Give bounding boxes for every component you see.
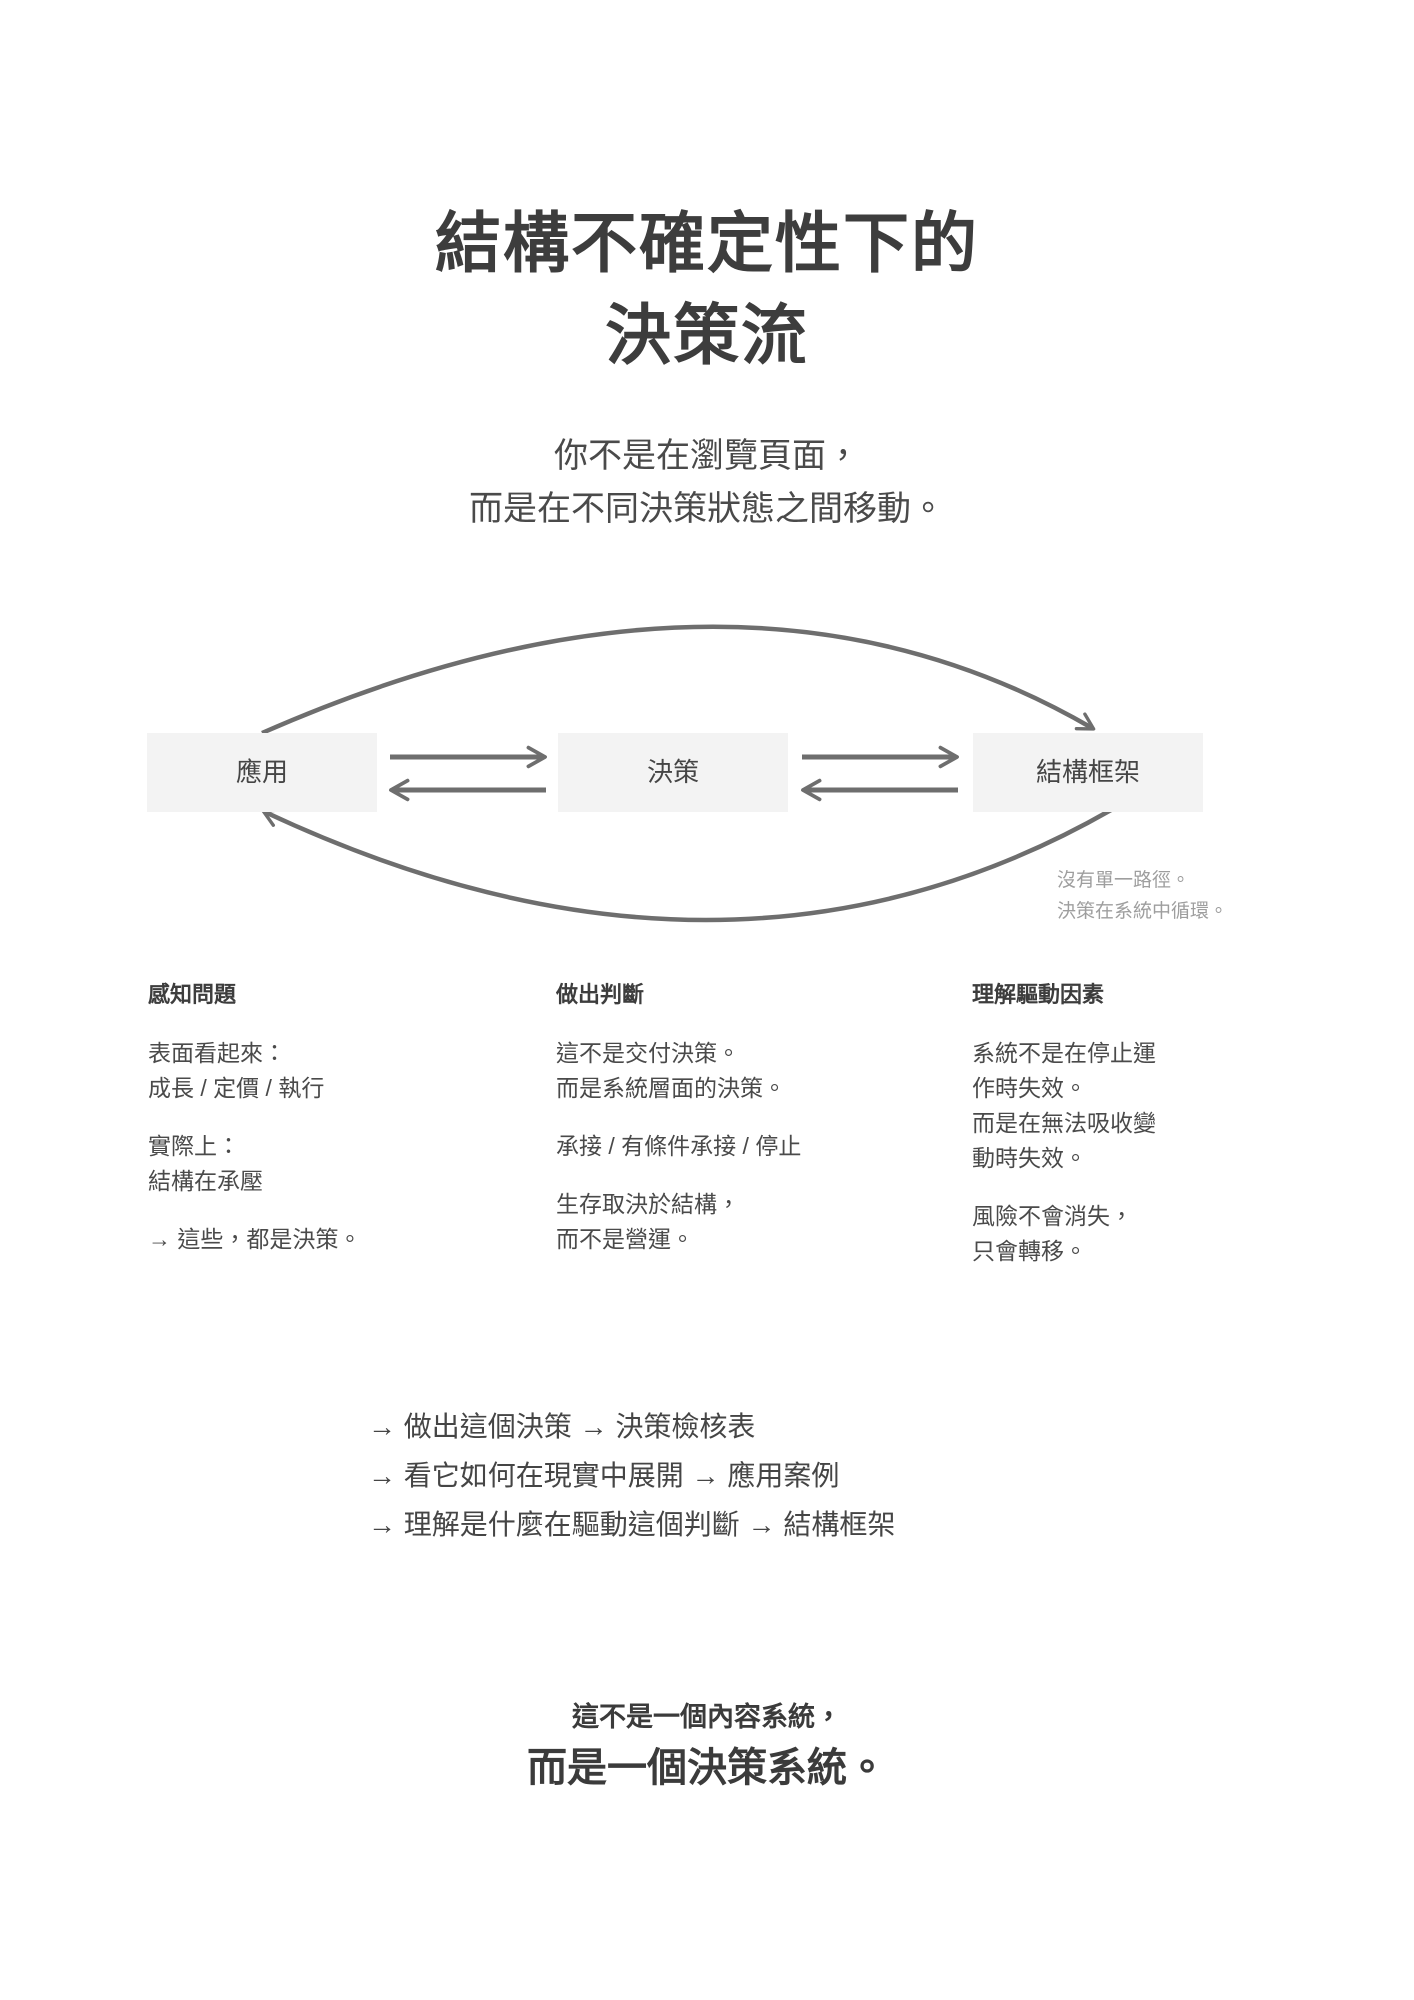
diagram-caption: 沒有單一路徑。決策在系統中循環。 <box>1057 870 1229 922</box>
closing-statement: 這不是一個內容系統， 而是一個決策系統。 <box>0 1700 1414 1794</box>
column-paragraph: 系統不是在停止運作時失效。而是在無法吸收變動時失效。 <box>972 1040 1156 1171</box>
column-paragraph: 實際上：結構在承壓 <box>148 1133 263 1194</box>
column-make-judgment: 做出判斷 這不是交付決策。而是系統層面的決策。 承接 / 有條件承接 / 停止 … <box>556 980 886 1280</box>
column-paragraph: 表面看起來：成長 / 定價 / 執行 <box>148 1040 325 1101</box>
decision-cycle-diagram: 應用 決策 結構框架 沒有單一路徑。決策在系統中循環。 <box>0 560 1414 960</box>
closing-line-2: 而是一個決策系統。 <box>527 1746 887 1790</box>
column-paragraph: 風險不會消失，只會轉移。 <box>972 1203 1133 1264</box>
column-heading: 感知問題 <box>148 982 237 1007</box>
column-paragraph: 生存取決於結構，而不是營運。 <box>556 1191 740 1252</box>
page-subtitle: 你不是在瀏覽頁面，而是在不同決策狀態之間移動。 <box>469 437 945 528</box>
diagram-node-decision: 決策 <box>558 733 788 812</box>
bottom-cycle-arrow <box>261 808 1113 923</box>
page-title: 結構不確定性下的決策流 <box>435 206 979 372</box>
column-understand-drivers: 理解驅動因素 系統不是在停止運作時失效。而是在無法吸收變動時失效。 風險不會消失… <box>972 980 1302 1292</box>
list-item: → 看它如何在現實中展開 → 應用案例 <box>368 1460 840 1491</box>
column-paragraph: 承接 / 有條件承接 / 停止 <box>556 1133 802 1159</box>
column-heading: 做出判斷 <box>556 982 645 1007</box>
top-cycle-arrow <box>261 624 1096 736</box>
diagram-node-structural-framework: 結構框架 <box>973 733 1203 812</box>
diagram-arrows-canvas <box>261 624 1113 923</box>
column-paragraph: 這不是交付決策。而是系統層面的決策。 <box>556 1040 786 1101</box>
list-item: → 做出這個決策 → 決策檢核表 <box>368 1411 756 1442</box>
next-step-list: → 做出這個決策 → 決策檢核表 → 看它如何在現實中展開 → 應用案例 → 理… <box>368 1402 895 1549</box>
column-paragraph: → 這些，都是決策。 <box>148 1226 362 1252</box>
column-perceive-problem: 感知問題 表面看起來：成長 / 定價 / 執行 實際上：結構在承壓 → 這些，都… <box>148 980 478 1280</box>
closing-line-1: 這不是一個內容系統， <box>572 1702 842 1732</box>
diagram-node-application: 應用 <box>147 733 377 812</box>
list-item: → 理解是什麼在驅動這個判斷 → 結構框架 <box>368 1509 896 1540</box>
column-heading: 理解驅動因素 <box>972 982 1105 1007</box>
